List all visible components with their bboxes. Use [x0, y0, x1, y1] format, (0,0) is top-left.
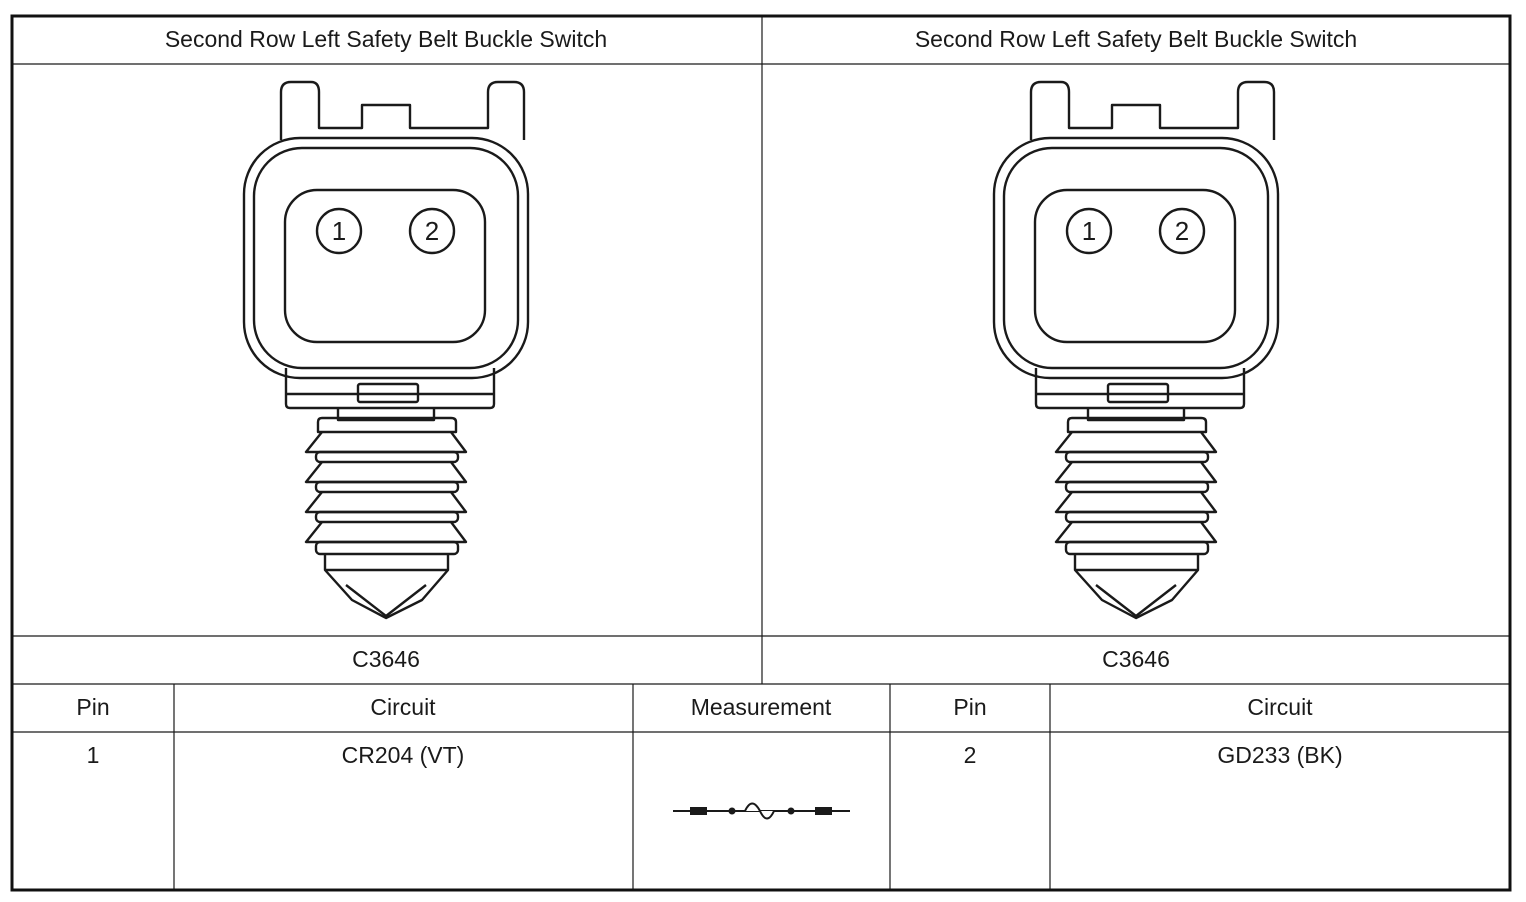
- connector-body: [992, 80, 1280, 620]
- pin-2-label: 2: [1175, 216, 1189, 246]
- row-circuit-a: CR204 (VT): [342, 742, 465, 768]
- right-connector-id: C3646: [1102, 646, 1170, 672]
- connector-body: [242, 80, 530, 620]
- right-view-title: Second Row Left Safety Belt Buckle Switc…: [915, 26, 1357, 52]
- header-circuit-b: Circuit: [1247, 694, 1313, 720]
- left-connector-face-drawing: 1 2: [242, 80, 530, 620]
- pin-1-cavity: 1: [315, 207, 363, 255]
- left-connector-id: C3646: [352, 646, 420, 672]
- header-pin-b: Pin: [953, 694, 986, 720]
- header-pin-a: Pin: [76, 694, 109, 720]
- pin-1-label: 1: [1082, 216, 1096, 246]
- row-circuit-b: GD233 (BK): [1217, 742, 1342, 768]
- resistance-measurement-icon: [673, 802, 850, 820]
- pin-1-cavity: 1: [1065, 207, 1113, 255]
- table-grid: [10, 14, 1512, 892]
- row-pin-b: 2: [964, 742, 977, 768]
- header-measurement: Measurement: [691, 694, 832, 720]
- header-circuit-a: Circuit: [370, 694, 436, 720]
- pin-1-label: 1: [332, 216, 346, 246]
- row-pin-a: 1: [87, 742, 100, 768]
- pin-2-label: 2: [425, 216, 439, 246]
- pin-2-cavity: 2: [408, 207, 456, 255]
- right-connector-face-drawing: 1 2: [992, 80, 1280, 620]
- pin-2-cavity: 2: [1158, 207, 1206, 255]
- left-view-title: Second Row Left Safety Belt Buckle Switc…: [165, 26, 607, 52]
